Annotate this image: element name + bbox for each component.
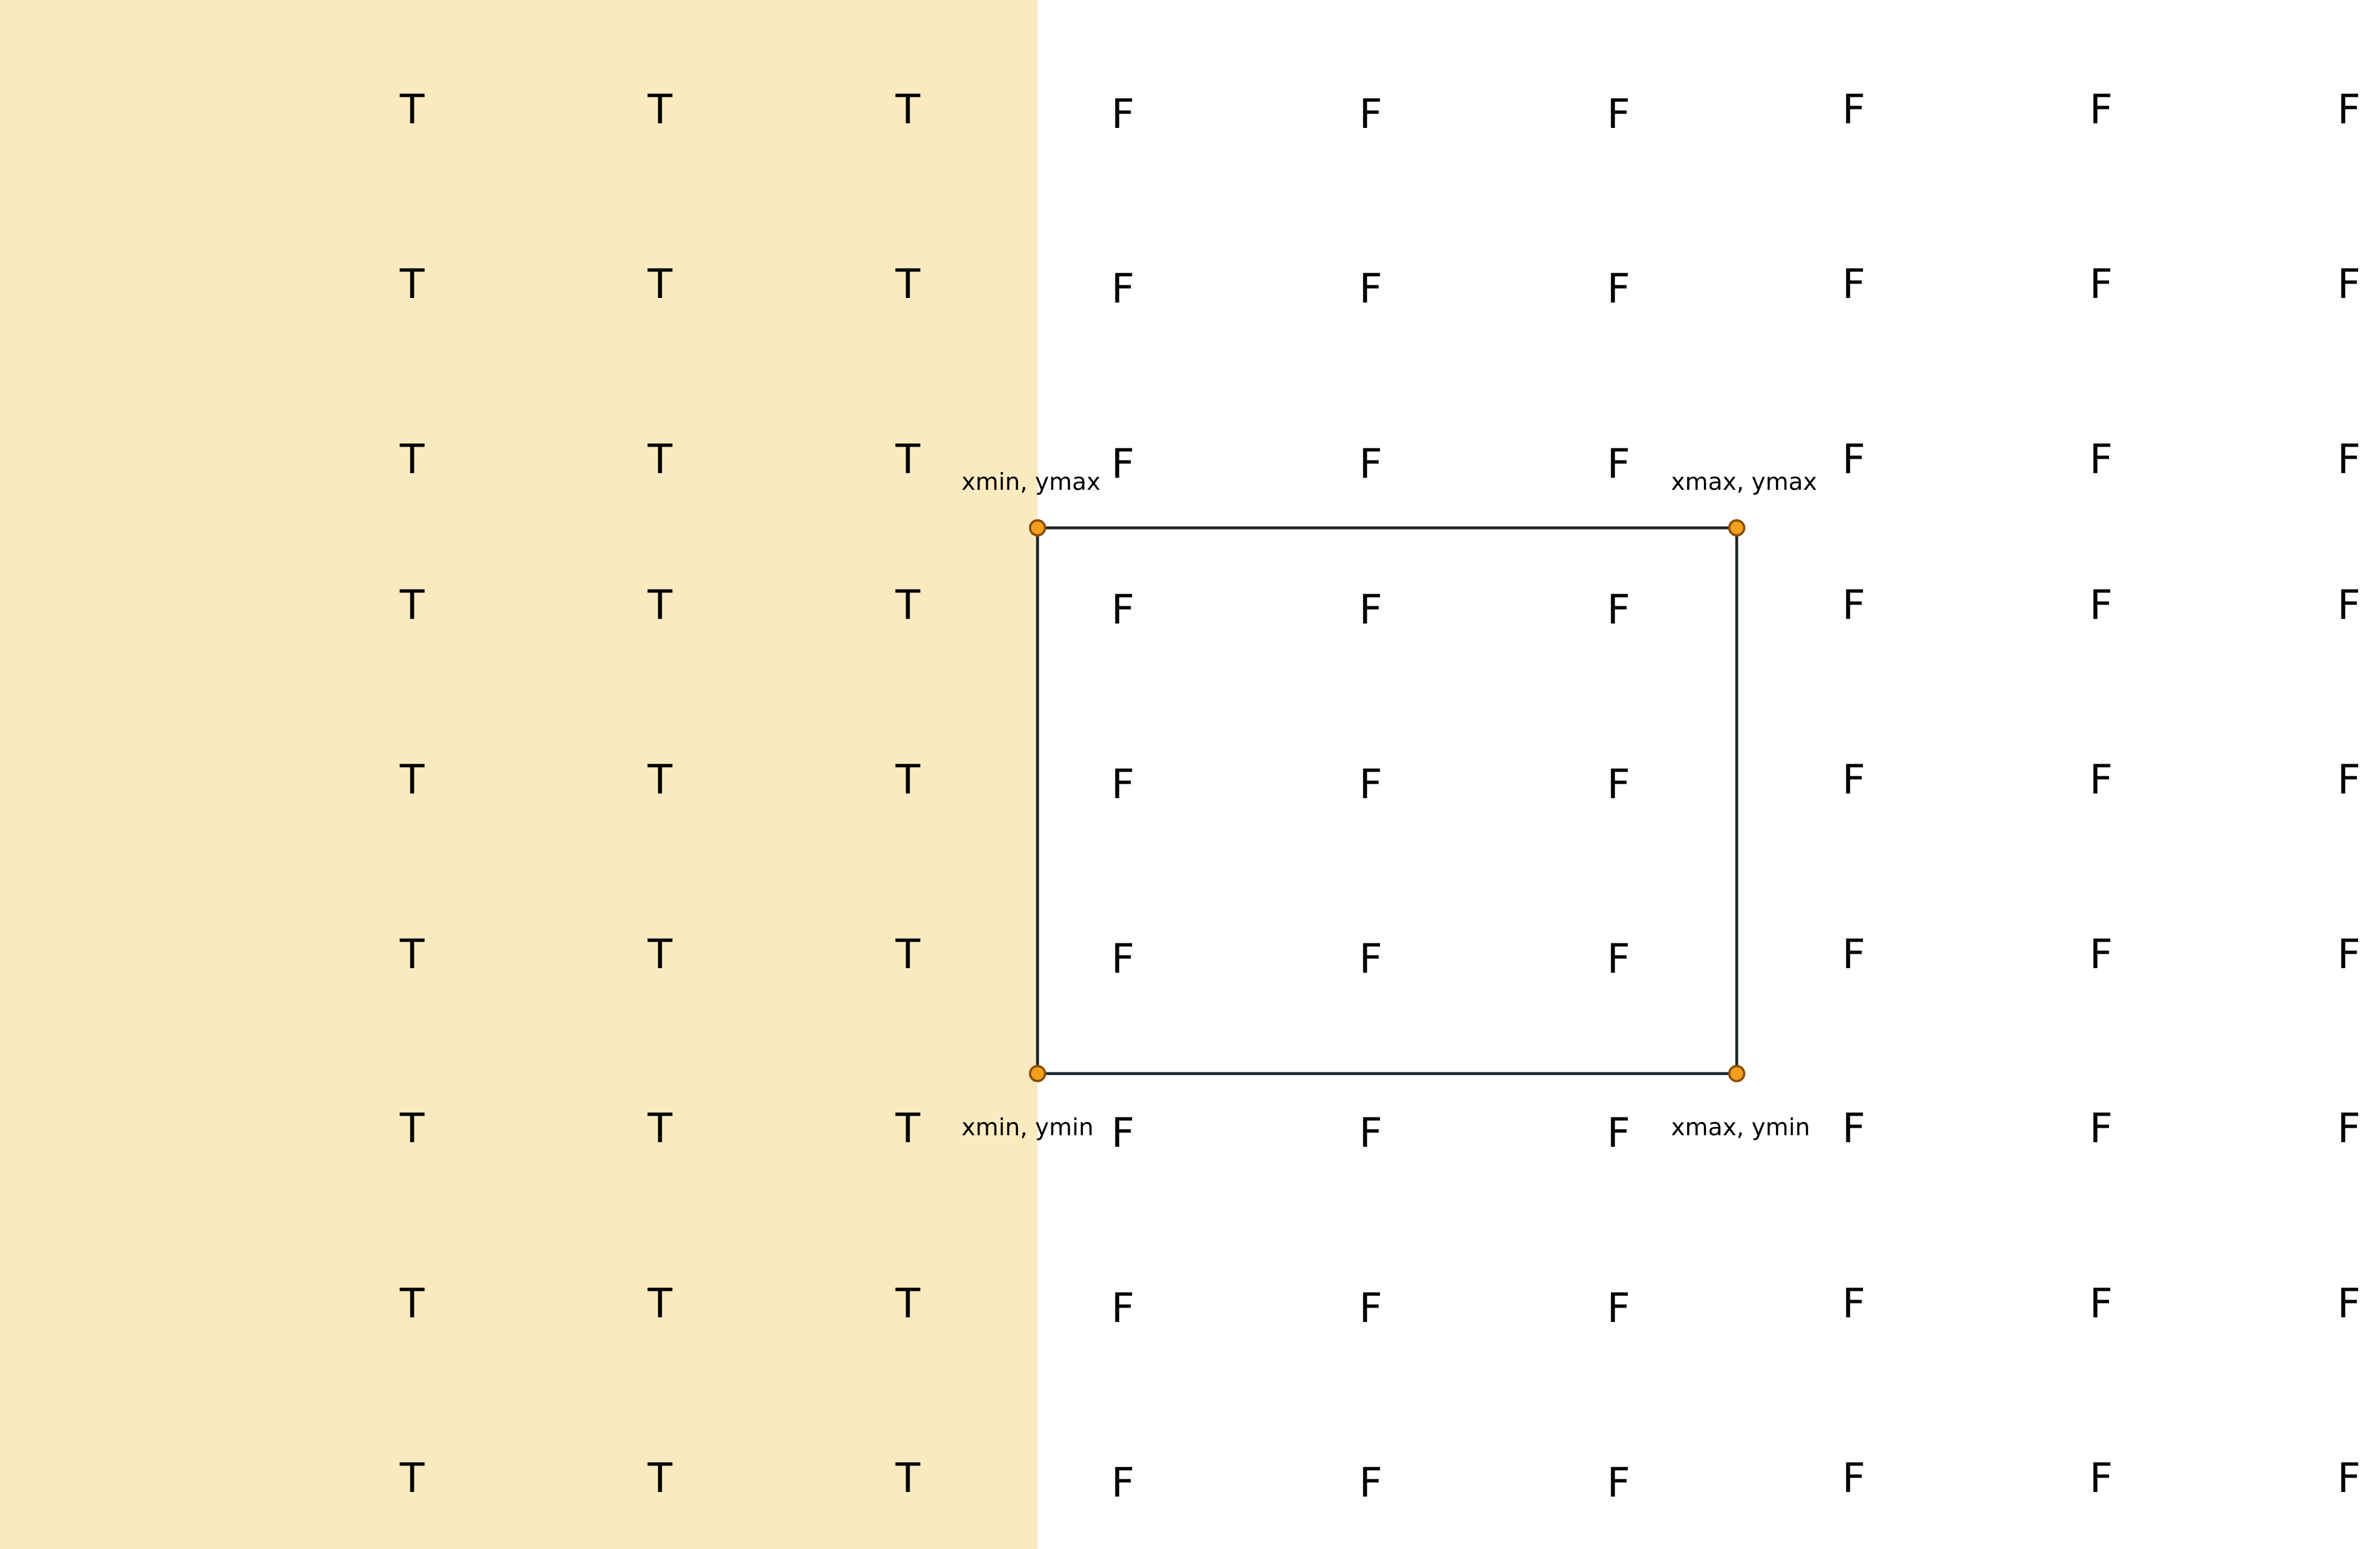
grid-letter: T xyxy=(399,931,425,978)
grid-letter: F xyxy=(1607,1109,1630,1157)
grid-letter: T xyxy=(647,1105,673,1152)
grid-letter: F xyxy=(1111,1284,1134,1332)
grid-letter: F xyxy=(1607,935,1630,983)
grid-letter: F xyxy=(2089,1105,2113,1152)
grid-letter: F xyxy=(2089,756,2113,803)
grid-letter: F xyxy=(1111,935,1134,983)
grid-letter: T xyxy=(399,1105,425,1152)
grid-letter: F xyxy=(1111,265,1134,312)
grid-letter: T xyxy=(895,1280,921,1327)
grid-letter: T xyxy=(647,581,673,629)
grid-letter: F xyxy=(2089,581,2113,629)
grid-letter: T xyxy=(895,436,921,483)
grid-letter: F xyxy=(1359,1109,1382,1157)
grid-letter: F xyxy=(1359,1459,1382,1506)
grid-letter: F xyxy=(1111,761,1134,808)
grid-letter: F xyxy=(1359,440,1382,488)
true-region xyxy=(0,0,1038,1549)
grid-letter: F xyxy=(1607,440,1630,488)
grid-letter: T xyxy=(399,1280,425,1327)
corner-point-top-right xyxy=(1728,519,1745,537)
grid-letter: F xyxy=(1359,761,1382,808)
grid-letter: F xyxy=(2337,581,2360,629)
grid-letter: T xyxy=(895,931,921,978)
grid-letter: T xyxy=(399,86,425,133)
grid-letter: F xyxy=(2089,86,2113,133)
grid-letter: T xyxy=(895,1454,921,1502)
grid-letter: F xyxy=(1111,440,1134,488)
bounding-rectangle xyxy=(1036,526,1738,1075)
grid-letter: F xyxy=(1359,586,1382,633)
corner-label-bottom-left: xmin, ymin xyxy=(961,1113,1093,1141)
corner-points xyxy=(1029,519,1745,1082)
grid-letter: T xyxy=(399,1454,425,1502)
grid-letter: F xyxy=(1607,1284,1630,1332)
grid-letter: T xyxy=(895,581,921,629)
corner-labels: xmin, ymax xmax, ymax xmin, ymin xmax, y… xyxy=(961,468,1817,1141)
grid-letter: F xyxy=(1607,761,1630,808)
grid-letter: T xyxy=(895,756,921,803)
grid-letter: F xyxy=(1842,931,1865,978)
grid-letter: T xyxy=(647,260,673,308)
grid-letter: T xyxy=(895,86,921,133)
grid-letter: F xyxy=(2337,756,2360,803)
grid-letter: T xyxy=(895,260,921,308)
grid-letter: F xyxy=(1111,90,1134,138)
grid-letter: F xyxy=(1111,1109,1134,1157)
grid-letter: F xyxy=(2337,1105,2360,1152)
grid-letter: F xyxy=(2089,1454,2113,1502)
corner-point-bottom-right xyxy=(1728,1065,1745,1082)
grid-letter: F xyxy=(2337,1454,2360,1502)
grid-letter: T xyxy=(647,756,673,803)
grid-letter: F xyxy=(1842,1105,1865,1152)
corner-point-bottom-left xyxy=(1029,1065,1046,1082)
grid-letter: F xyxy=(1607,265,1630,312)
grid-letter: T xyxy=(647,931,673,978)
grid-letter: F xyxy=(2337,86,2360,133)
grid-letter: F xyxy=(2089,931,2113,978)
grid-letter: F xyxy=(2337,436,2360,483)
grid-letter: T xyxy=(647,436,673,483)
grid-letter: F xyxy=(2337,931,2360,978)
grid-letter: T xyxy=(647,86,673,133)
grid-letter: T xyxy=(399,756,425,803)
grid-letter: F xyxy=(2337,260,2360,308)
grid-letter: F xyxy=(1842,86,1865,133)
corner-label-top-right: xmax, ymax xyxy=(1671,468,1817,496)
grid-letter: F xyxy=(1111,586,1134,633)
grid-letter: F xyxy=(1359,90,1382,138)
grid-letter: F xyxy=(2089,436,2113,483)
grid-letter: F xyxy=(1842,581,1865,629)
grid-letter: F xyxy=(1359,935,1382,983)
grid-letter: F xyxy=(1607,586,1630,633)
grid-letter: T xyxy=(647,1454,673,1502)
grid-letter: T xyxy=(399,260,425,308)
corner-point-top-left xyxy=(1029,519,1046,537)
grid-letter: F xyxy=(1359,1284,1382,1332)
grid-letter: F xyxy=(1842,260,1865,308)
grid-letter: F xyxy=(2089,260,2113,308)
grid-letter: F xyxy=(1607,1459,1630,1506)
grid-letter: F xyxy=(1842,756,1865,803)
grid-letter: F xyxy=(1111,1459,1134,1506)
grid-letter: F xyxy=(2089,1280,2113,1327)
grid-letter: F xyxy=(1359,265,1382,312)
grid-letter: F xyxy=(2337,1280,2360,1327)
corner-label-top-left: xmin, ymax xyxy=(961,468,1100,496)
grid-letter: T xyxy=(895,1105,921,1152)
grid-letter: F xyxy=(1607,90,1630,138)
grid-letter: T xyxy=(399,581,425,629)
grid-letter: T xyxy=(399,436,425,483)
grid-letter: F xyxy=(1842,436,1865,483)
corner-label-bottom-right: xmax, ymin xyxy=(1671,1113,1810,1141)
grid-letter: F xyxy=(1842,1454,1865,1502)
grid-letter: T xyxy=(647,1280,673,1327)
grid-letters: T T T F F F F F F T T T F F F F F F T T T F F F F F F T T T F F F F F F T T T F… xyxy=(399,86,2361,1506)
grid-letter: F xyxy=(1842,1280,1865,1327)
